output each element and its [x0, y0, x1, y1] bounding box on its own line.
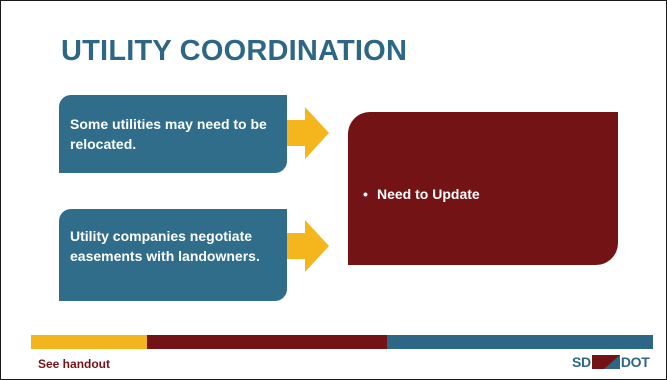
logo-mark-icon [591, 355, 620, 369]
footer-bar-blue-segment [387, 335, 653, 349]
sd-dot-logo: SD DOT [572, 352, 650, 372]
footer-note: See handout [38, 357, 111, 371]
bullet-icon: • [363, 186, 368, 202]
footer-color-bar [31, 335, 653, 349]
logo-text-dot: DOT [620, 354, 650, 370]
footer-bar-gold-segment [31, 335, 147, 349]
logo-text-sd: SD [572, 354, 591, 370]
arrow-right-icon [287, 107, 329, 159]
content-panel: • Need to Update [348, 112, 618, 265]
footer-bar-maroon-segment [147, 335, 387, 349]
info-box-easements: Utility companies negotiate easements wi… [59, 209, 287, 301]
info-box-text: Some utilities may need to be relocated. [70, 116, 267, 152]
info-box-text: Utility companies negotiate easements wi… [70, 228, 260, 264]
info-box-relocation: Some utilities may need to be relocated. [59, 95, 287, 173]
slide-title: UTILITY COORDINATION [61, 35, 408, 67]
bullet-item: • Need to Update [363, 186, 480, 202]
arrow-right-icon [287, 220, 329, 272]
bullet-text: Need to Update [377, 186, 480, 202]
